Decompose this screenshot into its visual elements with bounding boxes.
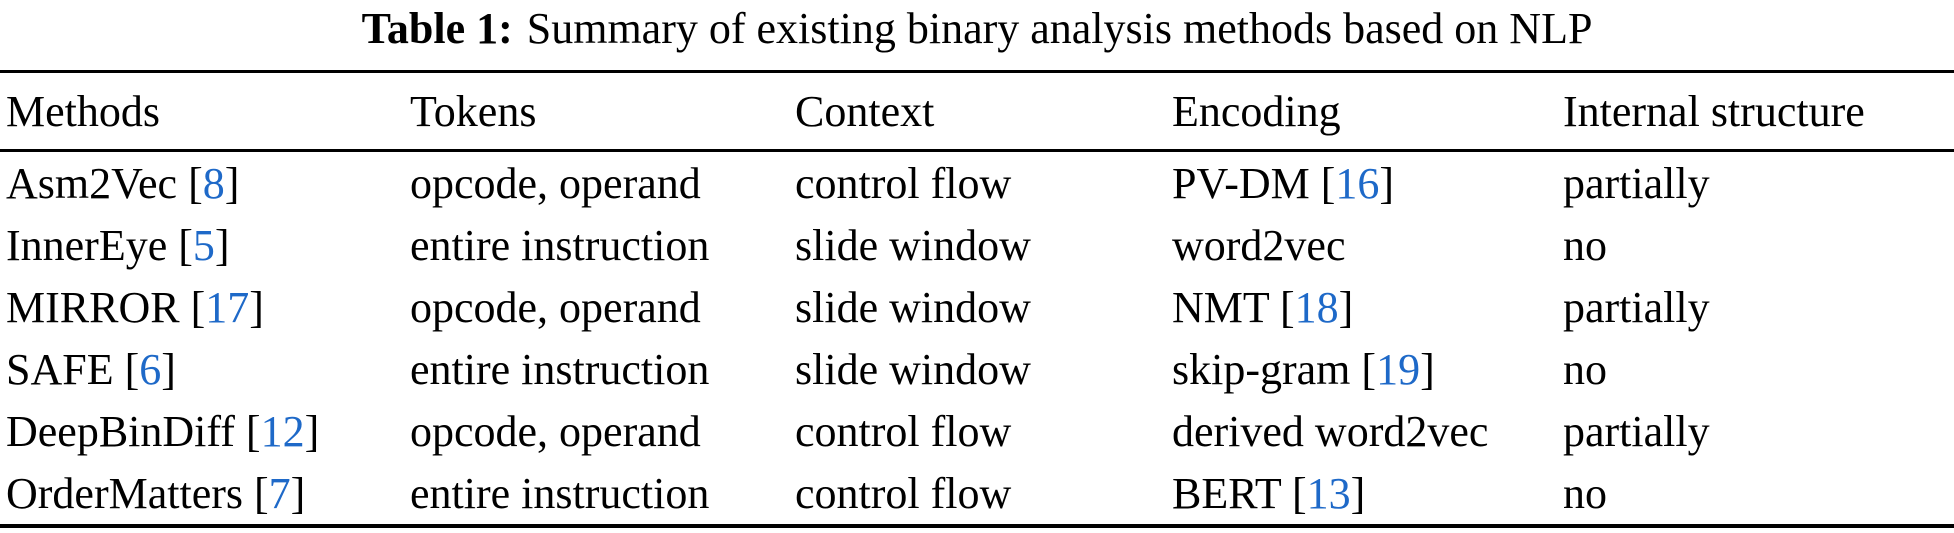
table-row: SAFE [6] entire instruction slide window sk… <box>0 338 1954 400</box>
cell-encoding: PV-DM [16] <box>1172 158 1395 208</box>
column-header-tokens: Tokens <box>410 71 795 152</box>
cell-text: DeepBinDiff <box>6 406 235 456</box>
cell-context: slide window <box>795 276 1172 338</box>
column-header-methods: Methods <box>0 71 410 152</box>
table-body: Asm2Vec [8] opcode, operand control flow PV… <box>0 151 1954 527</box>
cell-tokens: opcode, operand <box>410 400 795 462</box>
cell-text: entire instruction <box>410 468 710 518</box>
cell-text: BERT <box>1172 468 1282 518</box>
cell-encoding: word2vec <box>1172 214 1563 276</box>
citation-reference[interactable]: 6 <box>139 344 162 394</box>
cell-internal-structure: no <box>1563 214 1954 276</box>
cell-internal-structure: partially <box>1563 400 1954 462</box>
cell-internal-structure: no <box>1563 338 1954 400</box>
cell-tokens: opcode, operand <box>410 276 795 338</box>
table-caption-label: Table 1: <box>361 4 513 53</box>
column-header-context: Context <box>795 71 1172 152</box>
cell-text: partially <box>1563 158 1710 208</box>
cell-encoding: BERT [13] <box>1172 468 1366 518</box>
cell-text: skip-gram <box>1172 344 1351 394</box>
cell-text: opcode, operand <box>410 158 701 208</box>
citation-reference[interactable]: 12 <box>260 406 305 456</box>
cell-encoding: skip-gram [19] <box>1172 344 1435 394</box>
cell-text: PV-DM <box>1172 158 1310 208</box>
table-row: InnerEye [5] entire instruction slide wind… <box>0 214 1954 276</box>
cell-methods: MIRROR [17] <box>6 282 264 332</box>
nlp-methods-table: Methods Tokens Context Encoding Internal… <box>0 70 1954 528</box>
citation-reference[interactable]: 5 <box>192 220 215 270</box>
citation-reference[interactable]: 8 <box>202 158 225 208</box>
column-header-encoding: Encoding <box>1172 71 1563 152</box>
cell-encoding: NMT [18] <box>1172 282 1354 332</box>
cell-text: opcode, operand <box>410 282 701 332</box>
cell-methods: DeepBinDiff [12] <box>6 406 320 456</box>
table-row: Asm2Vec [8] opcode, operand control flow PV… <box>0 151 1954 215</box>
cell-context: slide window <box>795 338 1172 400</box>
table-row: OrderMatters [7] entire instruction contro… <box>0 462 1954 526</box>
citation-reference[interactable]: 7 <box>268 468 291 518</box>
cell-text: entire instruction <box>410 344 710 394</box>
table-row: MIRROR [17] opcode, operand slide window NM… <box>0 276 1954 338</box>
cell-text: MIRROR <box>6 282 180 332</box>
cell-methods: OrderMatters [7] <box>6 468 306 518</box>
column-header-internal-structure: Internal structure <box>1563 71 1954 152</box>
cell-internal-structure: partially <box>1563 151 1954 215</box>
cell-internal-structure: partially <box>1563 276 1954 338</box>
citation-reference[interactable]: 13 <box>1306 468 1351 518</box>
citation-reference[interactable]: 19 <box>1376 344 1421 394</box>
table-caption: Table 1: Summary of existing binary analy… <box>0 0 1954 70</box>
citation-reference[interactable]: 17 <box>205 282 250 332</box>
cell-text: NMT <box>1172 282 1269 332</box>
cell-encoding: derived word2vec <box>1172 400 1563 462</box>
cell-context: slide window <box>795 214 1172 276</box>
cell-text: opcode, operand <box>410 406 701 456</box>
cell-tokens: entire instruction <box>410 462 795 526</box>
cell-text: slide window <box>795 282 1031 332</box>
cell-text: slide window <box>795 344 1031 394</box>
cell-text: control flow <box>795 158 1012 208</box>
cell-text: word2vec <box>1172 220 1346 270</box>
table-row: DeepBinDiff [12] opcode, operand control f… <box>0 400 1954 462</box>
cell-tokens: opcode, operand <box>410 151 795 215</box>
cell-text: OrderMatters <box>6 468 244 518</box>
citation-reference[interactable]: 16 <box>1335 158 1380 208</box>
table-header-row: Methods Tokens Context Encoding Internal… <box>0 71 1954 152</box>
cell-methods: SAFE [6] <box>6 344 176 394</box>
cell-tokens: entire instruction <box>410 214 795 276</box>
cell-text: partially <box>1563 406 1710 456</box>
cell-tokens: entire instruction <box>410 338 795 400</box>
cell-text: entire instruction <box>410 220 710 270</box>
cell-internal-structure: no <box>1563 462 1954 526</box>
cell-text: no <box>1563 344 1607 394</box>
cell-text: control flow <box>795 468 1012 518</box>
cell-methods: Asm2Vec [8] <box>6 158 240 208</box>
cell-text: no <box>1563 468 1607 518</box>
cell-text: derived word2vec <box>1172 406 1489 456</box>
cell-text: Asm2Vec <box>6 158 178 208</box>
cell-text: partially <box>1563 282 1710 332</box>
table-caption-text: Summary of existing binary analysis meth… <box>526 4 1593 53</box>
cell-context: control flow <box>795 462 1172 526</box>
cell-context: control flow <box>795 151 1172 215</box>
cell-text: control flow <box>795 406 1012 456</box>
cell-methods: InnerEye [5] <box>6 220 230 270</box>
cell-text: no <box>1563 220 1607 270</box>
cell-context: control flow <box>795 400 1172 462</box>
cell-text: SAFE <box>6 344 114 394</box>
cell-text: slide window <box>795 220 1031 270</box>
cell-text: InnerEye <box>6 220 168 270</box>
citation-reference[interactable]: 18 <box>1294 282 1339 332</box>
